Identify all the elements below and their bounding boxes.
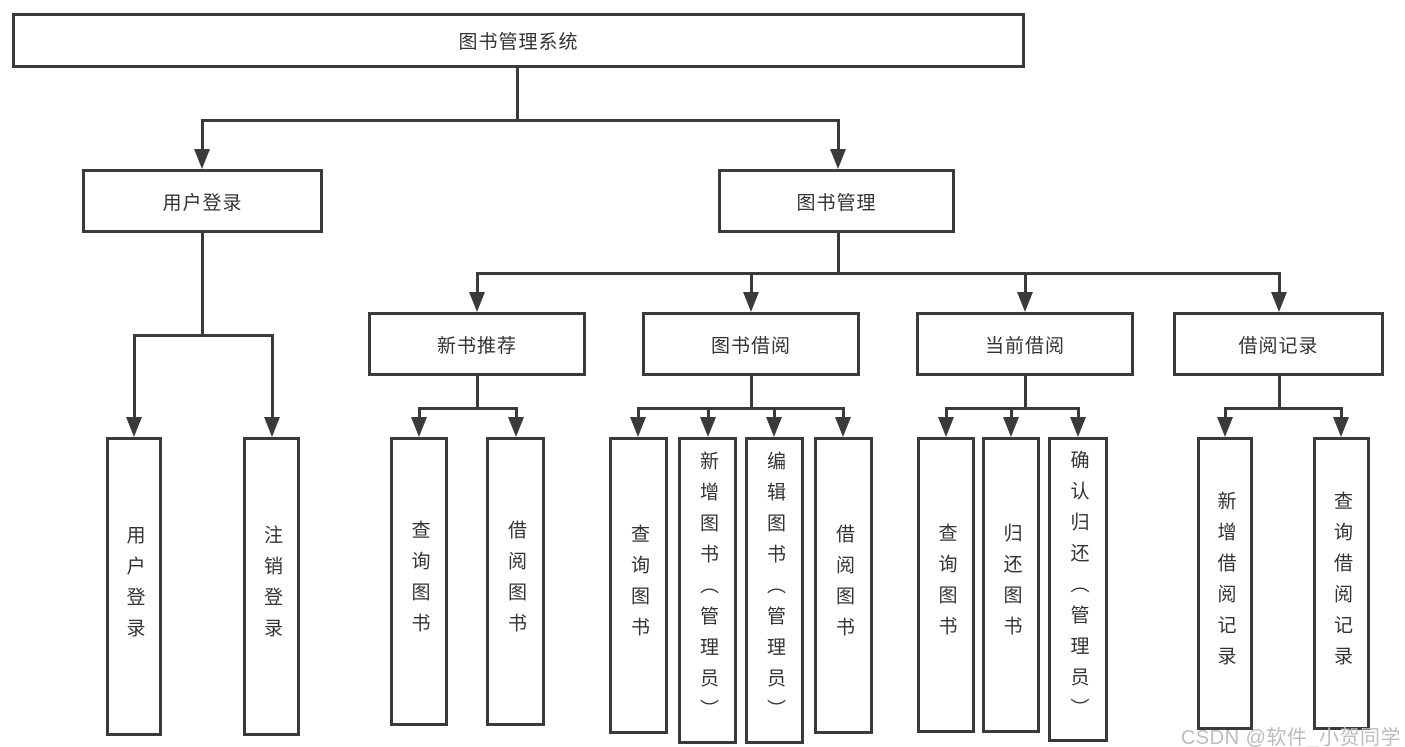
leaf-borrow-query-book-label: 查询图书 [628,523,649,648]
leaf-query-borrow-record: 查询借阅记录 [1313,437,1370,730]
connector-line [945,407,948,419]
arrow-down-icon [938,417,954,437]
leaf-return-book-label: 归还图书 [1000,523,1022,647]
connector-line [1278,272,1281,294]
connector-line [133,334,136,419]
leaf-confirm-return-admin-label: 确认归还（管理员） [1067,450,1089,729]
leaf-borrow-borrow-book: 借阅图书 [814,437,873,734]
connector-line [418,407,518,410]
connector-line [1224,407,1343,410]
arrow-down-icon [766,417,782,437]
leaf-add-borrow-record-label: 新增借阅记录 [1214,490,1236,677]
connector-line [637,407,845,410]
leaf-current-query-book: 查询图书 [917,437,975,733]
node-book-borrow: 图书借阅 [642,312,860,376]
node-book-management: 图书管理 [718,169,955,233]
leaf-logout-login-label: 注销登录 [261,524,282,649]
connector-line [476,376,479,410]
node-root-label: 图书管理系统 [458,32,579,53]
arrow-down-icon [126,417,142,437]
leaf-borrow-borrow-book-label: 借阅图书 [833,523,854,648]
connector-line [201,119,204,151]
connector-line [1077,407,1080,419]
connector-line [515,407,518,419]
connector-line [1278,376,1281,410]
arrow-down-icon [1070,417,1086,437]
connector-line [1340,407,1343,419]
connector-line [842,407,845,419]
node-borrow-record-label: 借阅记录 [1238,335,1319,357]
connector-line [201,233,204,336]
leaf-recommend-query-book: 查询图书 [390,437,448,726]
leaf-recommend-query-book-label: 查询图书 [408,519,430,644]
arrow-down-icon [830,149,846,169]
connector-line [1224,407,1227,419]
arrow-down-icon [1017,292,1033,312]
node-user-login: 用户登录 [82,169,323,233]
leaf-add-book-admin: 新增图书（管理员） [678,437,737,744]
connector-line [1024,376,1027,410]
connector-line [773,407,776,419]
node-user-login-label: 用户登录 [162,192,243,214]
connector-line [201,119,840,122]
connector-line [750,272,753,294]
leaf-add-book-admin-label: 新增图书（管理员） [697,451,718,730]
arrow-down-icon [1217,417,1233,437]
connector-line [516,68,519,122]
leaf-add-borrow-record: 新增借阅记录 [1197,437,1253,730]
connector-line [637,407,640,419]
node-book-borrow-label: 图书借阅 [710,335,791,357]
connector-line [133,334,274,337]
arrow-down-icon [835,417,851,437]
connector-line [837,233,840,275]
node-new-book-recommend-label: 新书推荐 [436,335,517,357]
leaf-recommend-borrow-book-label: 借阅图书 [505,519,526,644]
arrow-down-icon [1333,417,1349,437]
leaf-recommend-borrow-book: 借阅图书 [486,437,545,726]
connector-line [271,334,274,419]
node-book-management-label: 图书管理 [796,192,877,214]
leaf-query-borrow-record-label: 查询借阅记录 [1331,490,1352,677]
node-current-borrow-label: 当前借阅 [984,335,1065,357]
leaf-edit-book-admin: 编辑图书（管理员） [745,437,804,744]
connector-line [750,376,753,410]
arrow-down-icon [469,292,485,312]
connector-line [1024,272,1027,294]
connector-line [1010,407,1013,419]
node-root: 图书管理系统 [12,13,1025,68]
connector-line [418,407,421,419]
arrow-down-icon [743,292,759,312]
node-new-book-recommend: 新书推荐 [368,312,586,376]
node-borrow-record: 借阅记录 [1173,312,1384,376]
leaf-edit-book-admin-label: 编辑图书（管理员） [764,451,785,730]
csdn-watermark: CSDN @软件_小贺同学 [1180,727,1401,747]
leaf-current-query-book-label: 查询图书 [935,523,957,647]
arrow-down-icon [194,149,210,169]
leaf-user-login-label: 用户登录 [123,524,145,649]
connector-line [476,272,479,294]
arrow-down-icon [411,417,427,437]
leaf-borrow-query-book: 查询图书 [609,437,668,734]
arrow-down-icon [264,417,280,437]
connector-line [476,272,1281,275]
leaf-user-login: 用户登录 [106,437,162,736]
connector-line [837,119,840,151]
arrow-down-icon [1271,292,1287,312]
arrow-down-icon [700,417,716,437]
arrow-down-icon [1003,417,1019,437]
arrow-down-icon [508,417,524,437]
arrow-down-icon [630,417,646,437]
leaf-logout-login: 注销登录 [243,437,300,736]
connector-line [707,407,710,419]
leaf-confirm-return-admin: 确认归还（管理员） [1048,437,1108,742]
node-current-borrow: 当前借阅 [916,312,1134,376]
leaf-return-book: 归还图书 [982,437,1040,733]
